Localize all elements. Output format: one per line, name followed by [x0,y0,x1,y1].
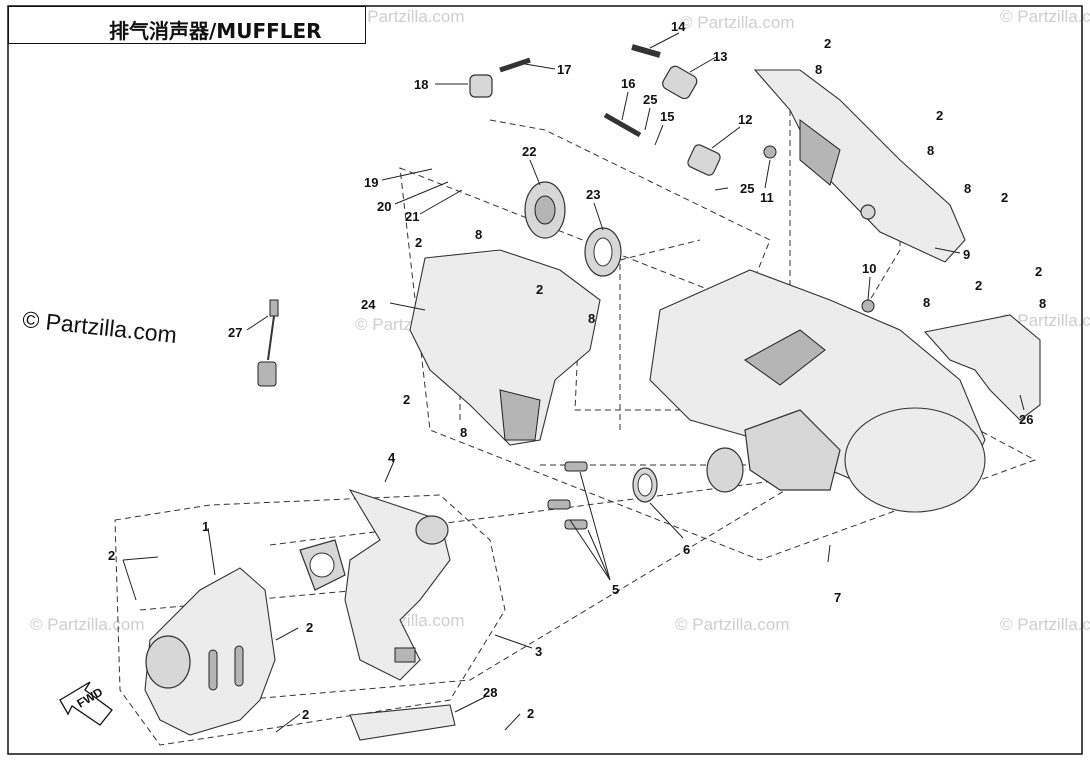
callout-8: 8 [475,227,482,242]
end-cap-core [534,195,556,225]
flange-hole [309,552,335,578]
pipe-bracket [394,647,416,663]
bolt-17 [499,57,531,73]
gasket-23-hole [593,237,613,267]
bushing-13 [662,65,698,100]
heat-shield-24-shade [499,389,541,441]
callout-14: 14 [671,19,686,34]
callout-2: 2 [302,707,309,722]
callout-8: 8 [927,143,934,158]
callout-28: 28 [483,685,497,700]
callout-2: 2 [975,278,982,293]
watermark: © Partzilla.com [1000,7,1090,26]
callout-8: 8 [588,311,595,326]
callout-13: 13 [713,49,727,64]
muffler-bracket [744,329,826,386]
callout-15: 15 [660,109,674,124]
callout-25: 25 [643,92,657,107]
muffler-inlet [706,447,744,493]
bracket-18 [469,74,493,98]
shield-bolt-hole [860,204,876,220]
callout-2: 2 [1001,190,1008,205]
diagram-title: 排气消声器/MUFFLER [109,19,322,43]
callout-8: 8 [923,295,930,310]
heat-shield-upper [753,69,966,263]
callout-3: 3 [535,644,542,659]
watermark: © Partzilla.com [675,615,790,634]
callout-6: 6 [683,542,690,557]
callout-9: 9 [963,247,970,262]
callout-7: 7 [834,590,841,605]
callout-18: 18 [414,77,428,92]
callout-labels: 14 13 17 18 16 25 15 12 11 25 22 23 19 2… [108,19,1046,722]
callout-11: 11 [760,190,774,205]
watermark: © Partzilla.com [350,7,465,26]
bracket-12 [687,144,721,176]
bolt-16 [603,112,642,138]
callout-2: 2 [1035,264,1042,279]
callout-5: 5 [612,582,619,597]
nut-10 [861,299,875,313]
callout-2: 2 [527,706,534,721]
callout-10: 10 [862,261,876,276]
heat-shield-26 [923,314,1041,421]
callout-8: 8 [964,181,971,196]
exhaust-springs [547,461,588,530]
diagram-border [7,5,1083,755]
heat-shield-shade [799,119,841,186]
callout-21: 21 [405,209,419,224]
muffler-inlet-flange [744,409,841,491]
callout-8: 8 [1039,296,1046,311]
shield-slot [208,649,218,691]
shield-slot [234,645,244,687]
callout-12: 12 [738,112,752,127]
pipe-outlet [415,515,449,545]
callout-4: 4 [388,450,396,465]
forward-arrow: FWD [59,681,113,726]
callout-2: 2 [936,108,943,123]
callout-22: 22 [522,144,536,159]
callout-2: 2 [415,235,422,250]
nut-11 [763,145,777,159]
callout-20: 20 [377,199,391,214]
callout-17: 17 [557,62,571,77]
callout-2: 2 [536,282,543,297]
watermark: © Partzilla.com [680,13,795,32]
watermark: © Partzilla.com [1000,615,1090,634]
callout-2: 2 [824,36,831,51]
heat-shield-24 [409,249,601,446]
callout-19: 19 [364,175,378,190]
callout-25: 25 [740,181,754,196]
callout-2: 2 [306,620,313,635]
watermark: © Partzilla.com [30,615,145,634]
callout-23: 23 [586,187,600,202]
shield-opening [145,635,191,689]
mounting-bracket [349,704,456,741]
callout-24: 24 [361,297,376,312]
gasket-hole [637,473,653,497]
callout-26: 26 [1019,412,1033,427]
callout-8: 8 [815,62,822,77]
callout-1: 1 [202,519,209,534]
callout-8: 8 [460,425,467,440]
leader-lines [122,32,1025,733]
callout-16: 16 [621,76,635,91]
callout-2: 2 [108,548,115,563]
title-box: 排气消声器/MUFFLER [8,6,366,44]
callout-27: 27 [228,325,242,340]
muffler-end-cap [844,407,986,513]
callout-2: 2 [403,392,410,407]
oxygen-sensor [257,299,279,387]
bolt-14 [631,44,661,58]
